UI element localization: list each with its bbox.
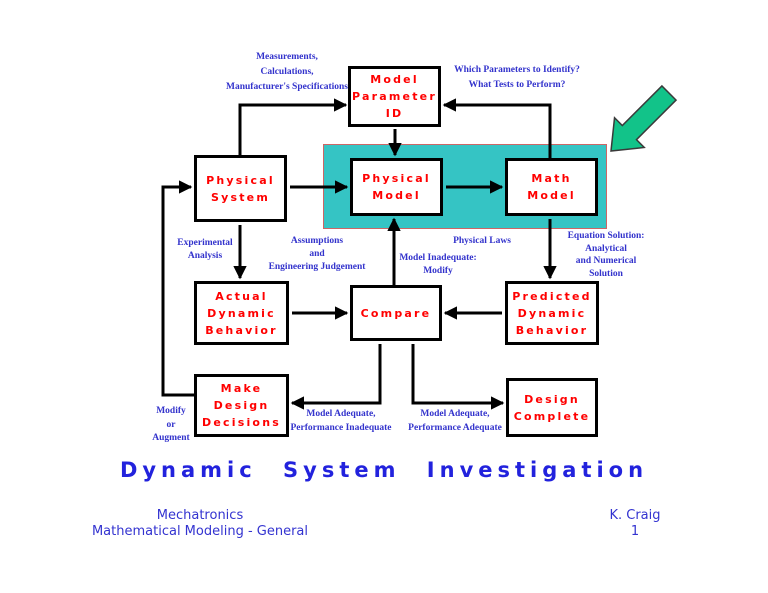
box-physical-model: Physical Model bbox=[350, 158, 443, 216]
box-model-parameter-id: Model Parameter ID bbox=[348, 66, 441, 127]
label-measurements: Measurements, Calculations, Manufacturer… bbox=[226, 52, 348, 92]
footer-topic: Mathematical Modeling - General bbox=[91, 524, 309, 539]
arrow-compare-to-make-design-decisions bbox=[290, 344, 382, 410]
footer-course-info: Mechatronics Mathematical Modeling - Gen… bbox=[60, 508, 340, 540]
box-math-model: Math Model bbox=[505, 158, 598, 216]
box-compare: Compare bbox=[350, 285, 442, 341]
slide-title: Dynamic System Investigation bbox=[119, 458, 649, 482]
label-which-parameters: Which Parameters to Identify? What Tests… bbox=[454, 65, 580, 90]
label-model-adequate-performance-inadequate: Model Adequate, Performance Inadequate bbox=[290, 409, 392, 433]
label-model-inadequate: Model Inadequate: Modify bbox=[399, 253, 477, 276]
box-physical-system: Physical System bbox=[194, 155, 287, 222]
arrow-make-design-decisions-to-physical-system bbox=[161, 180, 196, 397]
box-actual-dynamic-behavior: Actual Dynamic Behavior bbox=[194, 281, 289, 345]
box-design-complete: Design Complete bbox=[506, 378, 598, 437]
label-physical-laws: Physical Laws bbox=[453, 236, 511, 246]
label-experimental-analysis: Experimental Analysis bbox=[177, 238, 233, 261]
label-equation-solution: Equation Solution: Analytical and Numeri… bbox=[567, 231, 645, 279]
label-assumptions: Assumptions and Engineering Judgement bbox=[268, 236, 366, 272]
label-model-adequate-performance-adequate: Model Adequate, Performance Adequate bbox=[408, 409, 502, 433]
footer-author: K. Craig bbox=[609, 508, 661, 523]
footer-author-info: K. Craig 1 bbox=[560, 508, 710, 540]
box-make-design-decisions: Make Design Decisions bbox=[194, 374, 289, 437]
arrow-compare-to-design-complete bbox=[411, 344, 505, 410]
footer-course: Mechatronics bbox=[156, 508, 244, 523]
footer-page-number: 1 bbox=[630, 524, 640, 539]
box-predicted-dynamic-behavior: Predicted Dynamic Behavior bbox=[505, 281, 599, 345]
green-arrow-icon bbox=[610, 84, 678, 152]
label-modify-or-augment: Modify or Augment bbox=[152, 406, 190, 443]
